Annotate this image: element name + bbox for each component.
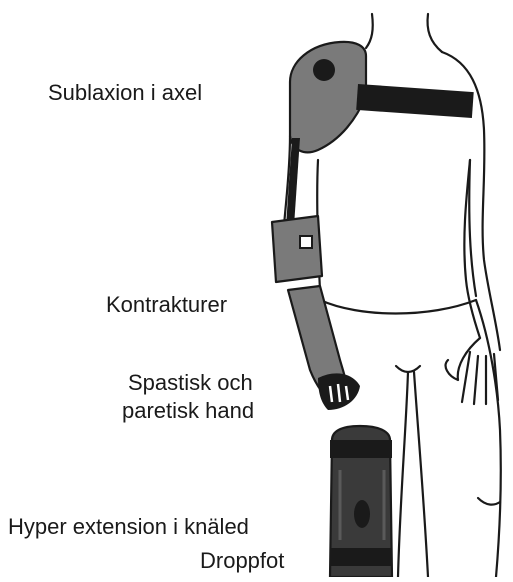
knee-upper-strap bbox=[330, 440, 392, 458]
right-arm-inner bbox=[464, 160, 480, 338]
knee-lower-strap bbox=[330, 548, 392, 566]
torso-right bbox=[469, 160, 476, 296]
elbow-brace bbox=[272, 216, 322, 282]
label-shoulder-subluxation: Sublaxion i axel bbox=[48, 80, 202, 106]
left-leg-inner bbox=[398, 372, 408, 577]
label-spastic-hand-line1: Spastisk och bbox=[128, 370, 253, 396]
right-leg-inner bbox=[414, 372, 428, 577]
knee-hinge bbox=[354, 500, 370, 528]
label-knee-hyperextension: Hyper extension i knäled bbox=[8, 514, 249, 540]
right-knee-mark bbox=[478, 498, 500, 505]
hand-orthosis bbox=[288, 286, 360, 410]
knee-brace bbox=[330, 426, 392, 577]
label-spastic-hand-line2: paretisk hand bbox=[122, 398, 254, 424]
shoulder-joint-dot bbox=[313, 59, 335, 81]
neck-left bbox=[366, 14, 373, 48]
shoulder-strap bbox=[356, 84, 474, 118]
upper-arm-brace bbox=[284, 136, 300, 226]
shoulder-brace bbox=[290, 42, 474, 152]
label-drop-foot: Droppfot bbox=[200, 548, 284, 574]
waist-line bbox=[320, 300, 476, 314]
label-contractures: Kontrakturer bbox=[106, 292, 227, 318]
elbow-hinge bbox=[300, 236, 312, 248]
right-leg-outer bbox=[476, 300, 501, 577]
neck-right bbox=[428, 14, 442, 52]
